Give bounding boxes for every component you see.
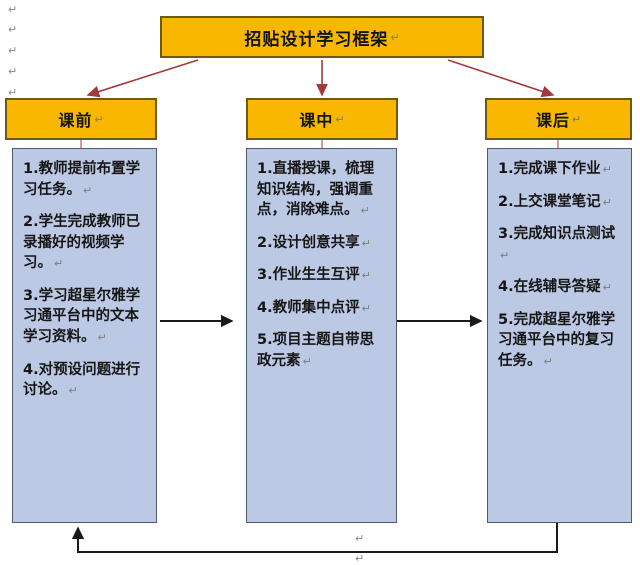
feedback-loop-arrow xyxy=(71,523,558,553)
column-header-label: 课中 xyxy=(299,111,334,130)
list-item: 4.对预设问题进行讨论。↵ xyxy=(23,361,141,399)
paragraph-mark-icon: ↵ xyxy=(8,86,18,99)
fanout-arrow-to-after-class xyxy=(447,59,555,98)
column-body-before-class: 1.教师提前布置学习任务。↵ 2.学生完成教师已录播好的视频学习。↵ 3.学习超… xyxy=(12,148,157,523)
list-item: 2.设计创意共享↵ xyxy=(257,234,371,251)
column-header-label: 课后 xyxy=(535,111,570,130)
list-item: 2.上交课堂笔记↵ xyxy=(498,193,612,210)
page-title: 招贴设计学习框架 xyxy=(244,29,389,50)
list-item: 1.直播授课，梳理知识结构，强调重点，消除难点。↵ xyxy=(257,161,375,219)
list-item: 3.完成知识点测试↵ xyxy=(498,226,616,262)
paragraph-mark-icon: ↵ xyxy=(8,23,18,36)
column-header-during-class: 课中 ↵ xyxy=(246,98,398,140)
list-item: 3.学习超星尔雅学习通平台中的文本学习资料。↵ xyxy=(23,287,141,346)
paragraph-mark-icon: ↵ xyxy=(8,44,18,57)
column-body-after-class: 1.完成课下作业↵ 2.上交课堂笔记↵ 3.完成知识点测试↵ 4.在线辅导答疑↵… xyxy=(487,148,632,523)
fanout-arrow-to-before-class xyxy=(86,59,199,98)
paragraph-mark-icon: ↵ xyxy=(94,112,104,126)
paragraph-mark-icon: ↵ xyxy=(390,30,400,44)
diagram-title-box: 招贴设计学习框架 ↵ xyxy=(160,16,484,58)
list-item: 5.完成超星尔雅学习通平台中的复习任务。↵ xyxy=(498,311,616,370)
paragraph-mark-icon: ↵ xyxy=(355,552,365,565)
list-item: 2.学生完成教师已录播好的视频学习。↵ xyxy=(23,214,141,272)
list-item: 1.教师提前布置学习任务。↵ xyxy=(23,161,141,198)
paragraph-mark-icon: ↵ xyxy=(355,532,365,545)
column-header-before-class: 课前 ↵ xyxy=(5,98,157,140)
list-item: 5.项目主题自带思政元素↵ xyxy=(257,332,375,370)
column-header-label: 课前 xyxy=(58,111,93,130)
list-item: 4.教师集中点评↵ xyxy=(257,299,371,316)
list-item: 3.作业生生互评↵ xyxy=(257,267,371,284)
paragraph-mark-icon: ↵ xyxy=(571,112,582,126)
paragraph-mark-icon: ↵ xyxy=(335,112,345,126)
column-header-after-class: 课后 ↵ xyxy=(485,98,632,140)
paragraph-mark-icon: ↵ xyxy=(8,65,18,78)
column-body-during-class: 1.直播授课，梳理知识结构，强调重点，消除难点。↵ 2.设计创意共享↵ 3.作业… xyxy=(246,148,397,523)
list-item: 4.在线辅导答疑↵ xyxy=(498,279,612,296)
paragraph-mark-icon: ↵ xyxy=(8,3,18,16)
list-item: 1.完成课下作业↵ xyxy=(498,161,612,177)
